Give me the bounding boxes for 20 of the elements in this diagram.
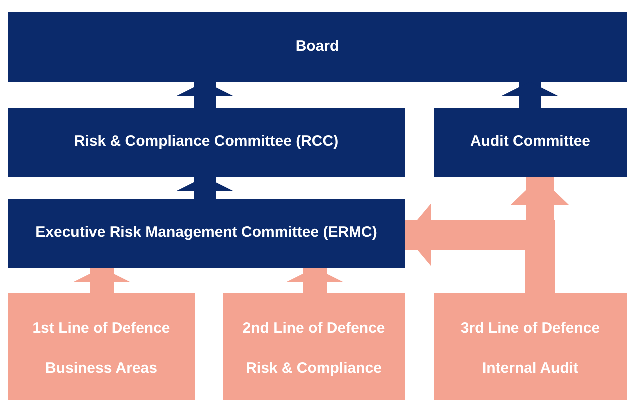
committee-box [8, 199, 405, 268]
box-label: Risk & Compliance Committee (RCC) [73, 133, 340, 150]
sublabel: Business Areas [44, 360, 158, 377]
sublabel: Internal Audit [481, 360, 580, 377]
block-arrow [177, 82, 233, 108]
block-arrow [287, 268, 343, 293]
committee-box [8, 12, 627, 82]
sublabel: Risk & Compliance [245, 360, 383, 377]
box-label: Board [294, 38, 340, 55]
box-label: 1st Line of Defence [32, 320, 172, 337]
block-arrow [177, 177, 233, 199]
box-label: Audit Committee [470, 133, 592, 150]
block-arrow [74, 268, 130, 293]
box-label: 3rd Line of Defence [460, 320, 602, 337]
committee-box [8, 108, 405, 177]
box-label: Executive Risk Management Committee (ERMC) [34, 224, 378, 241]
committee-box [434, 108, 627, 177]
block-arrow [405, 204, 555, 293]
block-arrow [502, 82, 558, 108]
box-label: 2nd Line of Defence [242, 320, 386, 337]
